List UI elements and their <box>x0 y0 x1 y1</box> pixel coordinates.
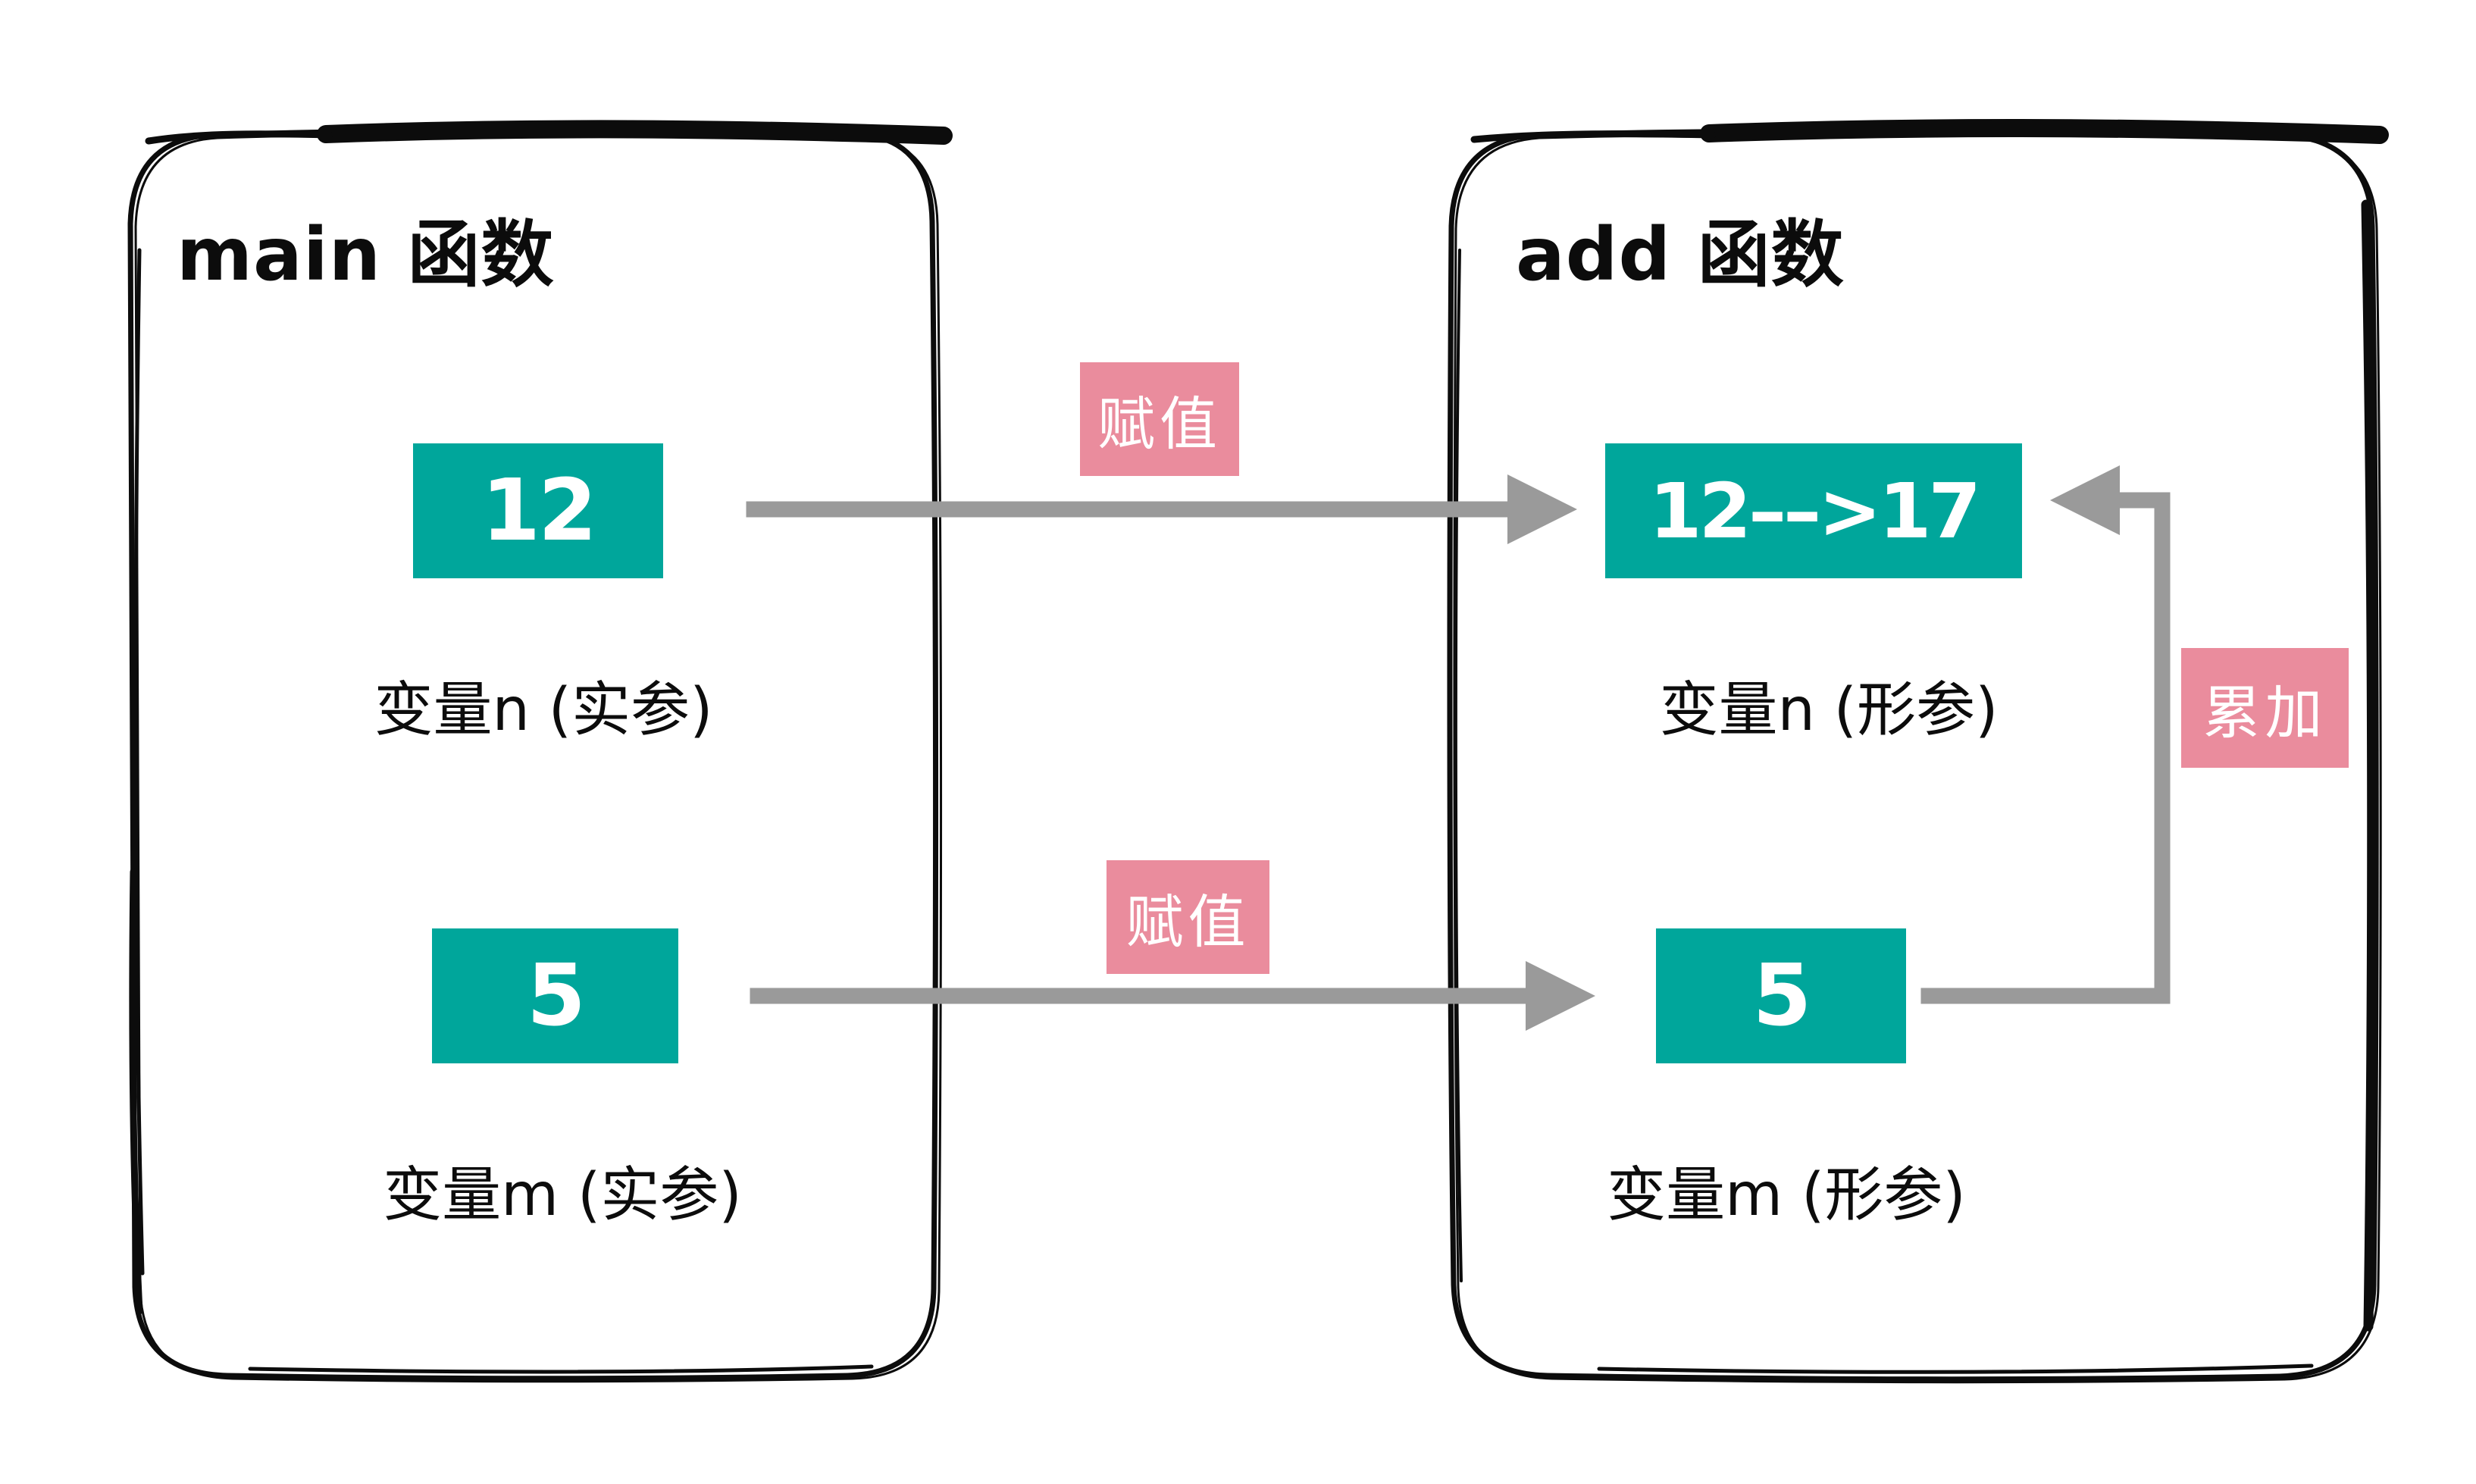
main-var-m-box: 5 <box>432 928 678 1063</box>
add-var-m-box: 5 <box>1656 928 1906 1063</box>
accumulate-badge: 累加 <box>2181 648 2349 768</box>
main-var-m-label: 变量m (实参) <box>383 1161 742 1229</box>
main-var-n-box: 12 <box>413 443 663 578</box>
assign-arrow-n-arrowhead <box>1507 474 1577 544</box>
assign-arrow-m-arrowhead <box>1526 961 1595 1031</box>
add-var-n-label: 变量n (形参) <box>1659 676 1999 744</box>
accumulate-arrow-arrowhead <box>2050 465 2120 535</box>
accumulate-arrow-shaft <box>1920 492 2171 1004</box>
accumulate-arrow <box>1920 465 2171 1004</box>
add-var-n-box: 12––>17 <box>1605 443 2022 578</box>
assign-badge-bottom: 赋值 <box>1107 860 1269 974</box>
main-function-box-border <box>127 120 953 1383</box>
add-var-m-label: 变量m (形参) <box>1607 1161 1966 1229</box>
main-function-title: main 函数 <box>177 212 555 297</box>
main-var-n-label: 变量n (实参) <box>374 676 713 744</box>
assign-arrow-n <box>746 474 1577 544</box>
assign-arrow-m <box>750 961 1595 1031</box>
assign-badge-top: 赋值 <box>1080 362 1239 476</box>
add-function-title: add 函数 <box>1516 212 1845 297</box>
add-function-box-border <box>1447 119 2389 1384</box>
